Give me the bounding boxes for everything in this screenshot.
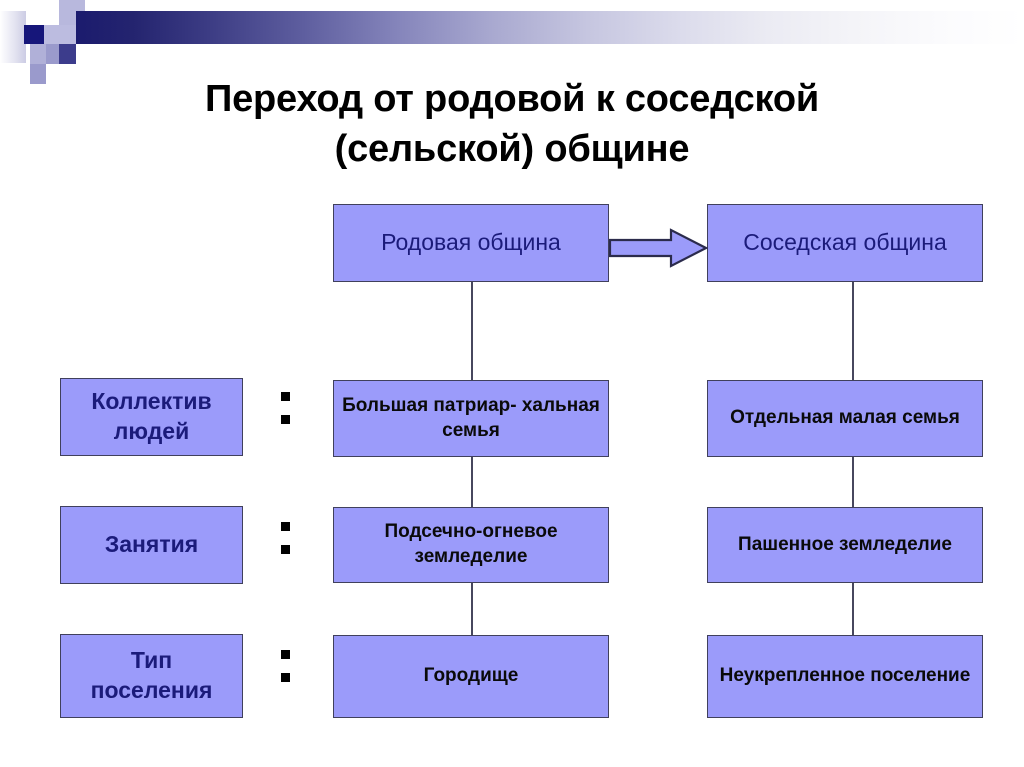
decorative-header-graphic [0, 0, 1024, 84]
column-header-rodovaya-label: Родовая община [381, 229, 561, 256]
cell-row2-left-text: Подсечно-огневое земледелие [384, 521, 558, 567]
row-label-occupations-text: Занятия [104, 531, 199, 558]
cell-row2-right[interactable]: Пашенное земледелие [707, 507, 983, 583]
deco-square-mid-a [30, 44, 46, 64]
cell-row1-left-text: Большая патриар- хальная семья [342, 394, 600, 441]
cell-row1-right-text: Отдельная малая семья [730, 407, 960, 429]
deco-square-light-mid [44, 25, 76, 44]
row-label-settlement-type[interactable]: Тип поселения [60, 634, 243, 718]
row-label-settlement-type-text: Тип поселения [90, 647, 213, 703]
row-label-collective[interactable]: Коллектив людей [60, 378, 243, 456]
row-label-occupations[interactable]: Занятия [60, 506, 243, 584]
page-title: Переход от родовой к соседской (сельской… [62, 74, 962, 174]
colon-square-top [281, 392, 290, 401]
cell-row1-right[interactable]: Отдельная малая семья [707, 380, 983, 457]
cell-row3-right-text: Неукрепленное поселение [719, 665, 971, 687]
colon-square-top [281, 650, 290, 659]
cell-row1-left[interactable]: Большая патриар- хальная семья [333, 380, 609, 457]
deco-square-bottom [30, 64, 46, 84]
column-header-sosedskaya[interactable]: Соседская община [707, 204, 983, 282]
row-separator-colon-2 [281, 522, 290, 554]
cell-row3-right[interactable]: Неукрепленное поселение [707, 635, 983, 718]
cell-row3-left[interactable]: Городище [333, 635, 609, 718]
colon-square-bottom [281, 545, 290, 554]
connector-left-head-to-row1 [471, 282, 473, 380]
connector-right-row1-to-row2 [852, 457, 854, 507]
colon-square-bottom [281, 415, 290, 424]
cell-row3-left-text: Городище [423, 665, 519, 687]
connector-left-row1-to-row2 [471, 457, 473, 507]
deco-gradient-bar [76, 11, 1024, 44]
row-label-collective-text: Коллектив людей [91, 388, 212, 444]
page-title-line-2: (сельской) общине [334, 128, 690, 171]
connector-right-head-to-row1 [852, 282, 854, 380]
colon-square-bottom [281, 673, 290, 682]
column-header-sosedskaya-label: Соседская община [743, 229, 947, 256]
cell-row2-right-text: Пашенное земледелие [738, 533, 952, 555]
row-separator-colon-1 [281, 392, 290, 424]
connector-left-row2-to-row3 [471, 583, 473, 635]
column-header-rodovaya[interactable]: Родовая община [333, 204, 609, 282]
colon-square-top [281, 522, 290, 531]
transition-arrow-icon [609, 228, 708, 268]
deco-square-dark [24, 25, 50, 44]
deco-square-overlay [59, 44, 76, 64]
connector-right-row2-to-row3 [852, 583, 854, 635]
page-title-line-1: Переход от родовой к соседской [204, 78, 820, 120]
cell-row2-left[interactable]: Подсечно-огневое земледелие [333, 507, 609, 583]
row-separator-colon-3 [281, 650, 290, 682]
deco-square-mid-b [46, 44, 62, 64]
deco-fade-block [0, 11, 26, 63]
